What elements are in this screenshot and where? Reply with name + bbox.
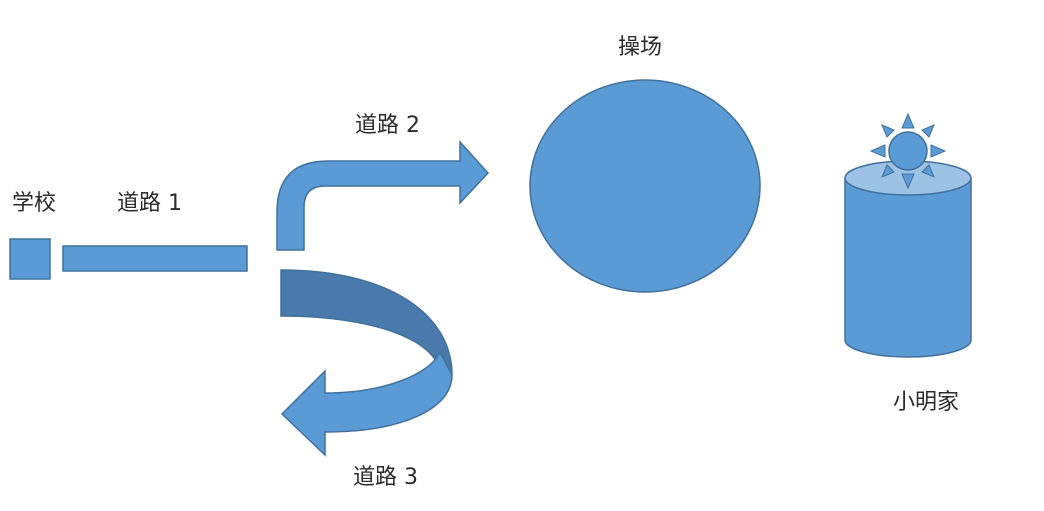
road1-bar (62, 245, 248, 272)
road3-label: 道路 3 (353, 465, 418, 490)
road2-label: 道路 2 (355, 113, 420, 138)
sun-ray (881, 124, 895, 138)
sun-icon (869, 112, 947, 190)
school-square (9, 238, 51, 280)
sun-ray (881, 164, 895, 178)
sun-ray (869, 144, 886, 158)
home-cylinder-body (844, 177, 972, 358)
road3-uturn-front (280, 350, 453, 457)
playground-label: 操场 (618, 35, 663, 60)
sun-ray (901, 112, 915, 129)
sun-ray (930, 144, 947, 158)
sun-ray (901, 173, 915, 190)
road1-label: 道路 1 (117, 191, 182, 216)
playground-circle (529, 79, 761, 293)
home-label: 小明家 (893, 390, 960, 415)
road3-uturn-back (280, 269, 453, 376)
road2-bent-arrow (276, 140, 490, 251)
sun-core (888, 131, 928, 171)
school-label: 学校 (12, 191, 57, 216)
sun-ray (921, 164, 935, 178)
sun-ray (921, 124, 935, 138)
